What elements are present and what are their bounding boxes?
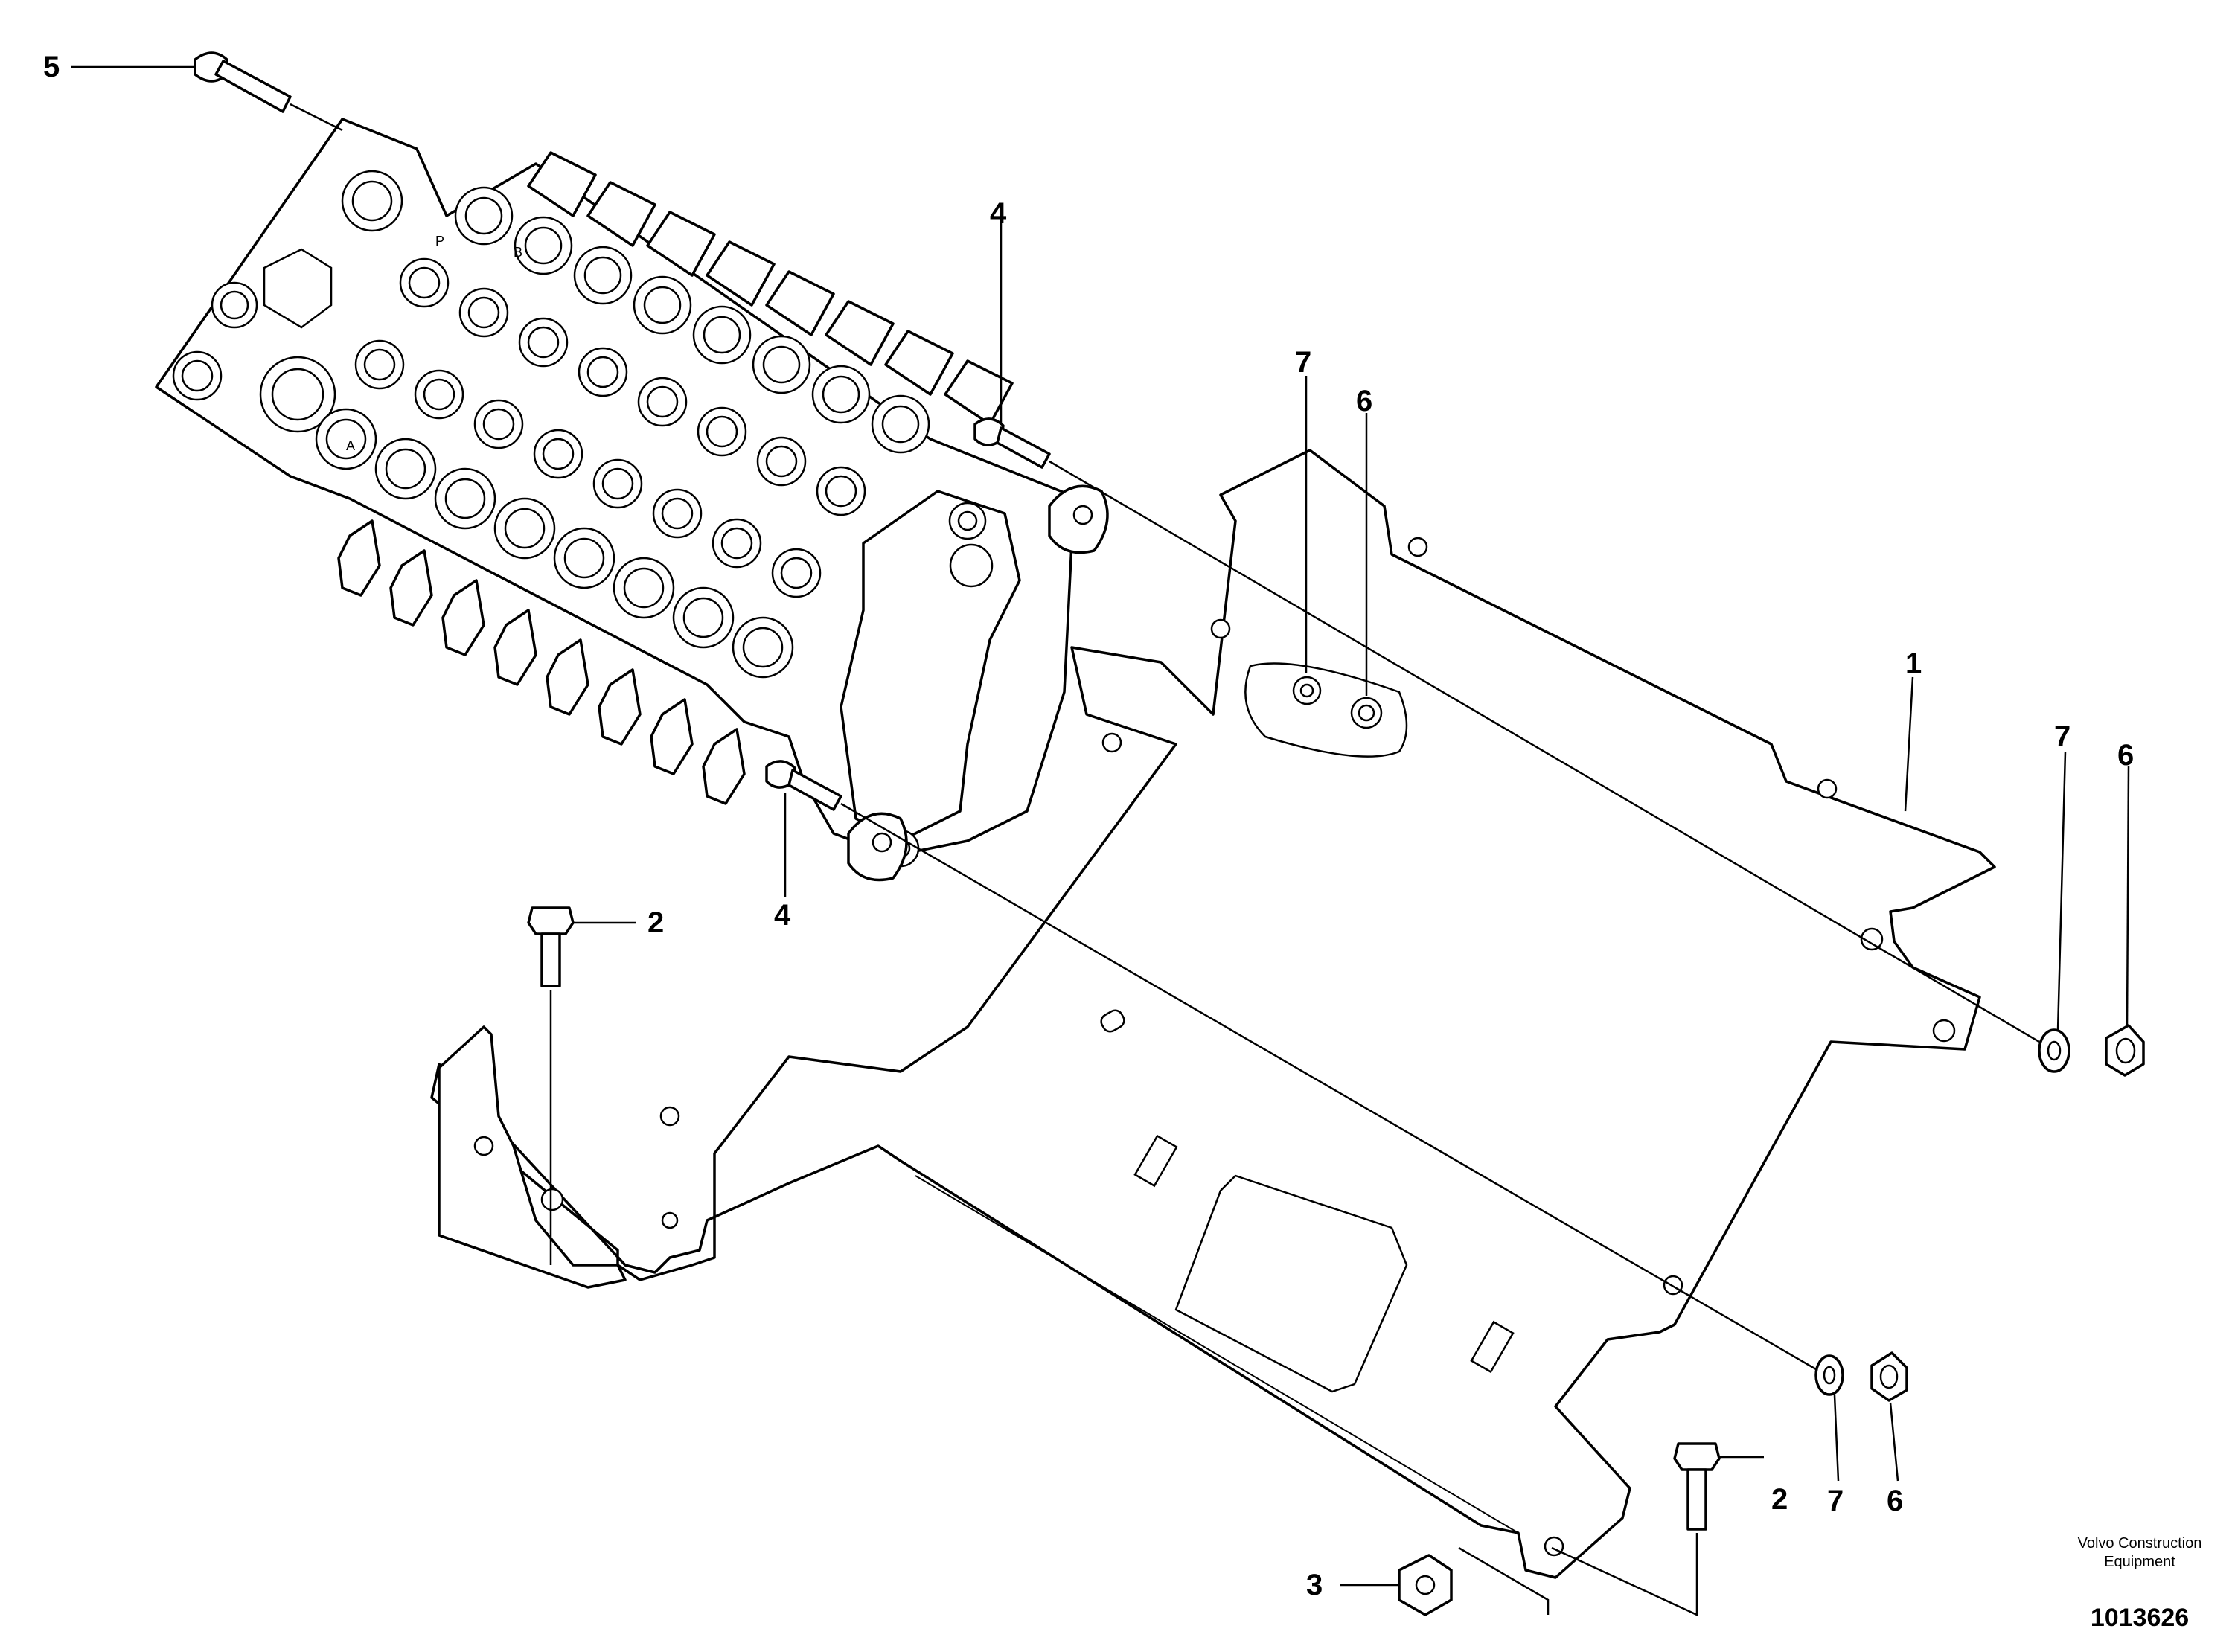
port-label-a: A bbox=[346, 438, 355, 453]
control-valve-block: P A B bbox=[155, 118, 1109, 882]
brand-line-2: Equipment bbox=[2104, 1554, 2175, 1570]
spool-housings-top bbox=[527, 151, 1014, 426]
callout-6-right: 6 bbox=[2117, 739, 2134, 772]
callout-4-lower: 4 bbox=[774, 899, 791, 932]
callout-leaders bbox=[71, 65, 2130, 1587]
callout-5: 5 bbox=[43, 51, 60, 83]
washer-item-7-right bbox=[2038, 1028, 2070, 1073]
callout-4-upper: 4 bbox=[990, 197, 1007, 230]
cap-screw-item-5 bbox=[194, 51, 292, 113]
screw-item-4-lower bbox=[765, 760, 842, 811]
callout-1: 1 bbox=[1905, 647, 1922, 680]
washer-item-7-lower bbox=[1814, 1354, 1844, 1396]
callout-7-lower: 7 bbox=[1827, 1485, 1844, 1517]
nut-item-6-lower bbox=[1870, 1351, 1908, 1402]
assembly-lines bbox=[290, 103, 2040, 1616]
drawing-number: 1013626 bbox=[2091, 1604, 2189, 1632]
callout-6-lower: 6 bbox=[1887, 1485, 1903, 1517]
callout-3: 3 bbox=[1306, 1569, 1323, 1601]
nut-item-6-right bbox=[2105, 1024, 2145, 1077]
callout-2-lower: 2 bbox=[1771, 1483, 1788, 1516]
callout-7-right: 7 bbox=[2054, 720, 2070, 753]
flange-bolt-item-2-lower bbox=[1673, 1442, 1721, 1531]
port-label-b: B bbox=[514, 245, 522, 260]
valve-ports bbox=[315, 186, 930, 679]
callout-6-center: 6 bbox=[1356, 385, 1372, 417]
port-label-p: P bbox=[435, 234, 444, 249]
spool-ends bbox=[337, 519, 746, 805]
screw-item-4-upper bbox=[973, 417, 1051, 469]
callout-7-center: 7 bbox=[1295, 346, 1311, 379]
flange-nut-item-3 bbox=[1398, 1554, 1453, 1616]
flange-bolt-item-2-upper bbox=[527, 906, 575, 987]
callout-2-upper: 2 bbox=[647, 906, 664, 939]
brand-line-1: Volvo Construction bbox=[2078, 1535, 2202, 1552]
